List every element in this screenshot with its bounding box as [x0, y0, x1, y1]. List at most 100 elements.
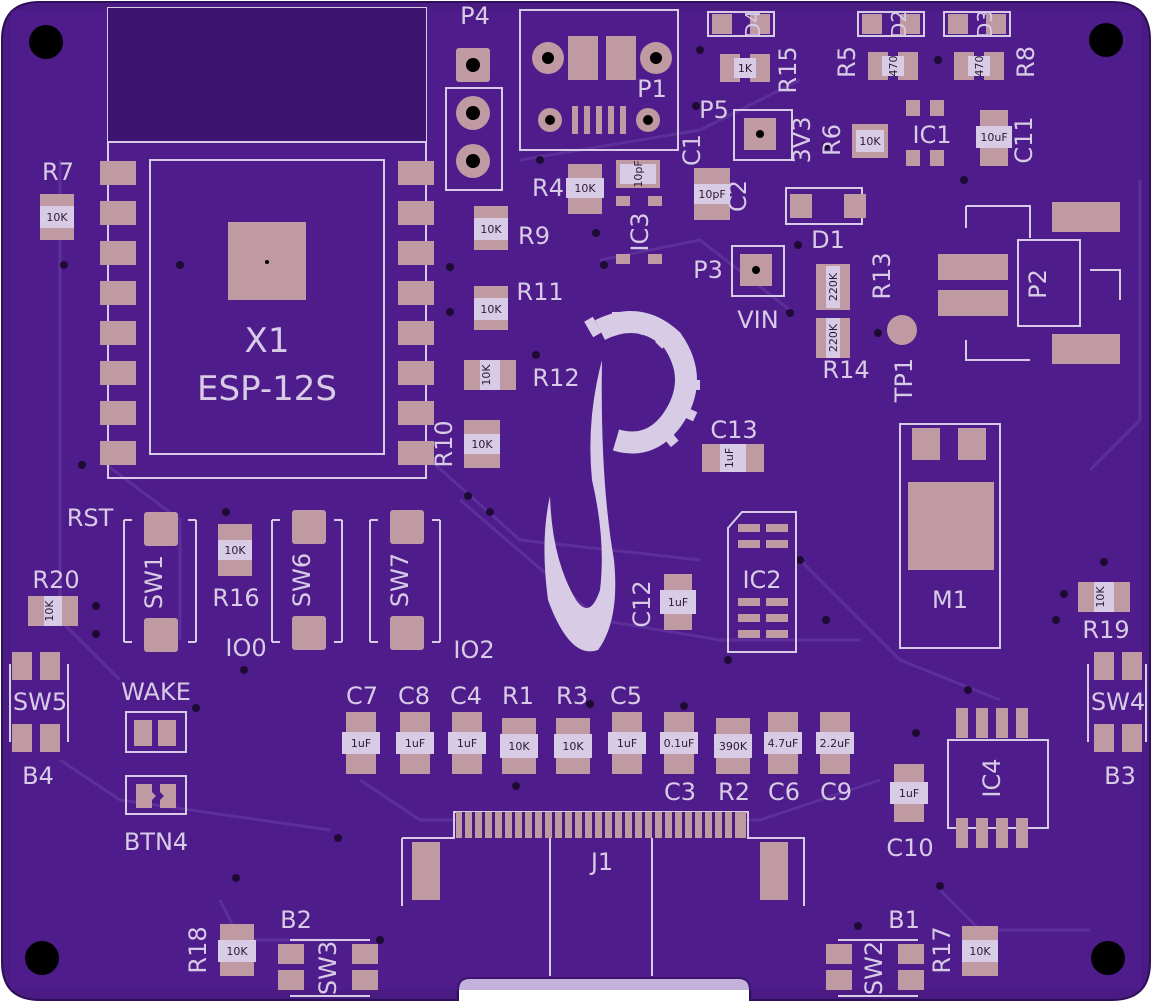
capacitor-c10: 1uF C10	[886, 764, 934, 862]
svg-text:1uF: 1uF	[351, 737, 371, 750]
svg-text:R10: R10	[430, 420, 458, 467]
svg-text:R11: R11	[516, 278, 563, 306]
svg-text:R9: R9	[518, 222, 550, 250]
svg-text:R20: R20	[32, 566, 79, 594]
svg-text:C6: C6	[768, 778, 800, 806]
svg-text:1uF: 1uF	[457, 737, 477, 750]
diode-d1: D1	[785, 187, 866, 254]
svg-text:R13: R13	[868, 252, 896, 299]
capacitor-c9: 2.2uF C9	[816, 712, 854, 806]
resistor-r2: 390K R2	[714, 718, 752, 806]
svg-text:C1: C1	[678, 134, 706, 166]
svg-text:BTN4: BTN4	[124, 828, 188, 856]
svg-text:10K: 10K	[471, 438, 493, 451]
diode-d4: D4	[707, 10, 775, 38]
p1-label: P1	[637, 75, 667, 103]
svg-text:C12: C12	[628, 580, 656, 627]
svg-text:10K: 10K	[969, 945, 991, 958]
svg-text:R7: R7	[42, 158, 74, 186]
svg-text:M1: M1	[932, 586, 968, 614]
svg-text:IO0: IO0	[225, 634, 266, 662]
testpad-p5: P5 3V3	[699, 96, 816, 163]
resistor-r8: 470 R8	[954, 46, 1040, 80]
jumper-btn4: BTN4	[124, 775, 188, 856]
svg-text:10uF: 10uF	[980, 131, 1007, 144]
svg-text:R2: R2	[718, 778, 750, 806]
resistor-r4: 10K R4	[532, 164, 604, 214]
capacitor-c3: 0.1uF C3	[660, 712, 698, 806]
svg-text:C13: C13	[710, 416, 757, 444]
resistor-r18: 10K R18	[184, 924, 256, 976]
svg-text:R6: R6	[818, 124, 846, 156]
svg-text:C10: C10	[886, 834, 933, 862]
svg-text:C9: C9	[820, 778, 852, 806]
switch-sw1: SW1	[123, 512, 197, 652]
svg-text:1uF: 1uF	[899, 787, 919, 800]
capacitor-c5: 1uF C5	[608, 682, 646, 774]
diode-d2: D2	[857, 10, 925, 38]
regulator-ic1: IC1	[906, 100, 952, 166]
resistor-r11: 10K R11	[474, 278, 564, 330]
svg-text:10K: 10K	[224, 544, 246, 557]
jumper-wake: WAKE	[121, 678, 191, 753]
ic3: IC3	[616, 196, 662, 264]
svg-text:C3: C3	[664, 778, 696, 806]
svg-text:SW5: SW5	[13, 688, 67, 716]
resistor-r16: 10K R16 IO0	[212, 524, 267, 662]
module-name: ESP-12S	[197, 369, 337, 409]
svg-text:R3: R3	[556, 682, 588, 710]
switch-sw3: SW3 B2	[278, 906, 378, 997]
capacitor-c1: 10pF C1	[616, 134, 706, 188]
svg-text:C4: C4	[450, 682, 482, 710]
svg-text:R17: R17	[928, 926, 956, 973]
svg-text:D4: D4	[741, 10, 765, 38]
svg-text:C7: C7	[346, 682, 378, 710]
svg-text:R14: R14	[822, 356, 869, 384]
ic2: IC2	[727, 511, 797, 653]
testpoint-tp1: TP1	[887, 315, 918, 403]
svg-text:B3: B3	[1104, 762, 1136, 790]
resistor-r9: 10K R9	[474, 206, 550, 250]
svg-text:10K: 10K	[574, 182, 596, 195]
capacitor-c6: 4.7uF C6	[764, 712, 802, 806]
svg-text:IO2: IO2	[453, 636, 494, 664]
svg-text:1uF: 1uF	[405, 737, 425, 750]
p4-label: P4	[460, 2, 490, 30]
resistor-r6: 10K R6	[818, 124, 888, 158]
svg-text:R8: R8	[1012, 46, 1040, 78]
svg-text:SW2: SW2	[860, 941, 888, 995]
svg-text:10K: 10K	[480, 223, 502, 236]
svg-text:10K: 10K	[1094, 586, 1107, 608]
esp-right-pads	[398, 161, 434, 465]
mounting-holes	[25, 23, 1125, 975]
svg-text:SW4: SW4	[1091, 688, 1145, 716]
resistor-r7: 10K R7	[40, 158, 74, 240]
resistor-r3: 10K R3	[554, 682, 592, 774]
svg-text:R18: R18	[184, 926, 212, 973]
svg-text:R1: R1	[502, 682, 534, 710]
switch-sw6: SW6	[271, 510, 343, 650]
resistor-r20: 10K R20	[28, 566, 80, 626]
resistor-r14: 220K R14	[816, 318, 870, 384]
svg-text:10pF: 10pF	[632, 160, 645, 187]
svg-text:TP1: TP1	[890, 358, 918, 403]
svg-text:WAKE: WAKE	[121, 678, 191, 706]
svg-text:R5: R5	[833, 46, 861, 78]
svg-text:SW3: SW3	[314, 941, 342, 995]
capacitor-c12: 1uF C12	[628, 574, 696, 630]
esp12s-module: X1 ESP-12S	[100, 7, 434, 479]
svg-text:10K: 10K	[480, 303, 502, 316]
svg-text:IC2: IC2	[742, 566, 781, 594]
capacitor-c8: 1uF C8	[396, 682, 434, 774]
diode-d3: D3	[943, 10, 1011, 38]
svg-text:1uF: 1uF	[617, 737, 637, 750]
svg-text:R4: R4	[532, 174, 564, 202]
svg-text:B4: B4	[22, 762, 54, 790]
svg-text:B1: B1	[888, 906, 920, 934]
svg-text:10K: 10K	[562, 740, 584, 753]
svg-text:SW1: SW1	[140, 555, 168, 609]
usb-connector-p1: P1	[519, 9, 679, 151]
svg-text:10K: 10K	[43, 600, 56, 622]
svg-text:3V3: 3V3	[788, 117, 816, 164]
svg-text:R15: R15	[774, 46, 802, 93]
